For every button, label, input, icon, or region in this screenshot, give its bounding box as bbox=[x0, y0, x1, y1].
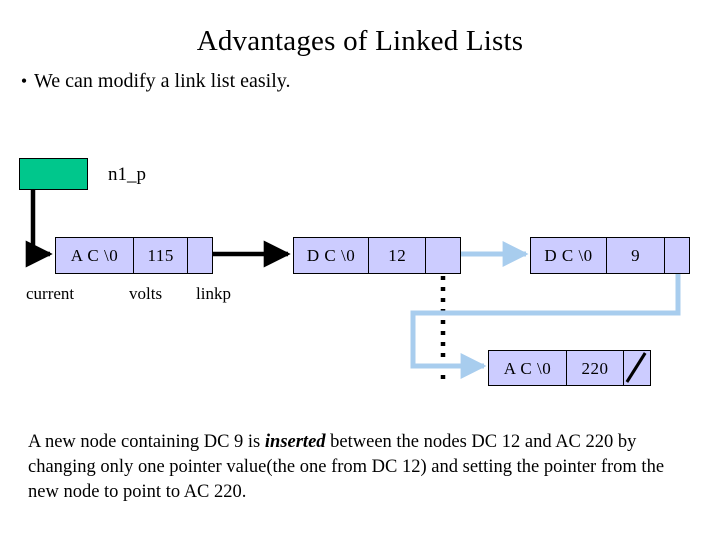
null-pointer-slash-icon bbox=[624, 351, 650, 385]
node-ac-115: A C \0 115 bbox=[55, 237, 213, 274]
caption-part-1: A new node containing DC 9 is bbox=[28, 432, 265, 452]
bullet-marker-icon: • bbox=[20, 71, 28, 91]
pointer-variable-box-n1p bbox=[19, 158, 88, 190]
node-ac-220: A C \0 220 bbox=[488, 350, 651, 386]
caption-emphasis: inserted bbox=[264, 432, 326, 452]
bullet-item-label: We can modify a link list easily. bbox=[34, 70, 291, 92]
node-dc-9: D C \0 9 bbox=[530, 237, 690, 274]
field-label-current: current bbox=[26, 284, 75, 303]
pointer-n1p-arrow bbox=[25, 178, 53, 268]
node-dc-12-linkp-cell bbox=[425, 238, 460, 273]
node-dc-12-current-cell: D C \0 bbox=[306, 246, 356, 265]
page-title: Advantages of Linked Lists bbox=[196, 25, 524, 57]
field-label-volts: volts bbox=[129, 284, 163, 303]
node-ac-220-current-cell: A C \0 bbox=[503, 358, 552, 378]
field-label-linkp: linkp bbox=[196, 284, 231, 303]
node-ac-115-volts-cell: 115 bbox=[133, 238, 187, 273]
bullet-item: • We can modify a link list easily. bbox=[14, 68, 704, 94]
node-dc-9-linkp-cell bbox=[664, 238, 689, 273]
caption-text: A new node containing DC 9 is inserted b… bbox=[28, 430, 696, 505]
node-ac-220-linkp-cell-null bbox=[623, 351, 650, 385]
new-link-dc9-to-ac220-arrow bbox=[410, 250, 681, 379]
node-dc-12-volts-cell: 12 bbox=[368, 238, 425, 273]
node-ac-220-volts-cell: 220 bbox=[566, 351, 623, 385]
node-ac-115-linkp-cell bbox=[187, 238, 212, 273]
node-dc-9-volts-cell: 9 bbox=[606, 238, 664, 273]
pointer-variable-label-n1p: n1_p bbox=[108, 164, 146, 185]
node-dc-9-current-cell: D C \0 bbox=[544, 246, 593, 265]
node-ac-115-current-cell: A C \0 bbox=[70, 246, 119, 265]
node-dc-12: D C \0 12 bbox=[293, 237, 461, 274]
caption-part-2: between the nodes DC 12 and AC 220 by ch… bbox=[28, 432, 665, 502]
